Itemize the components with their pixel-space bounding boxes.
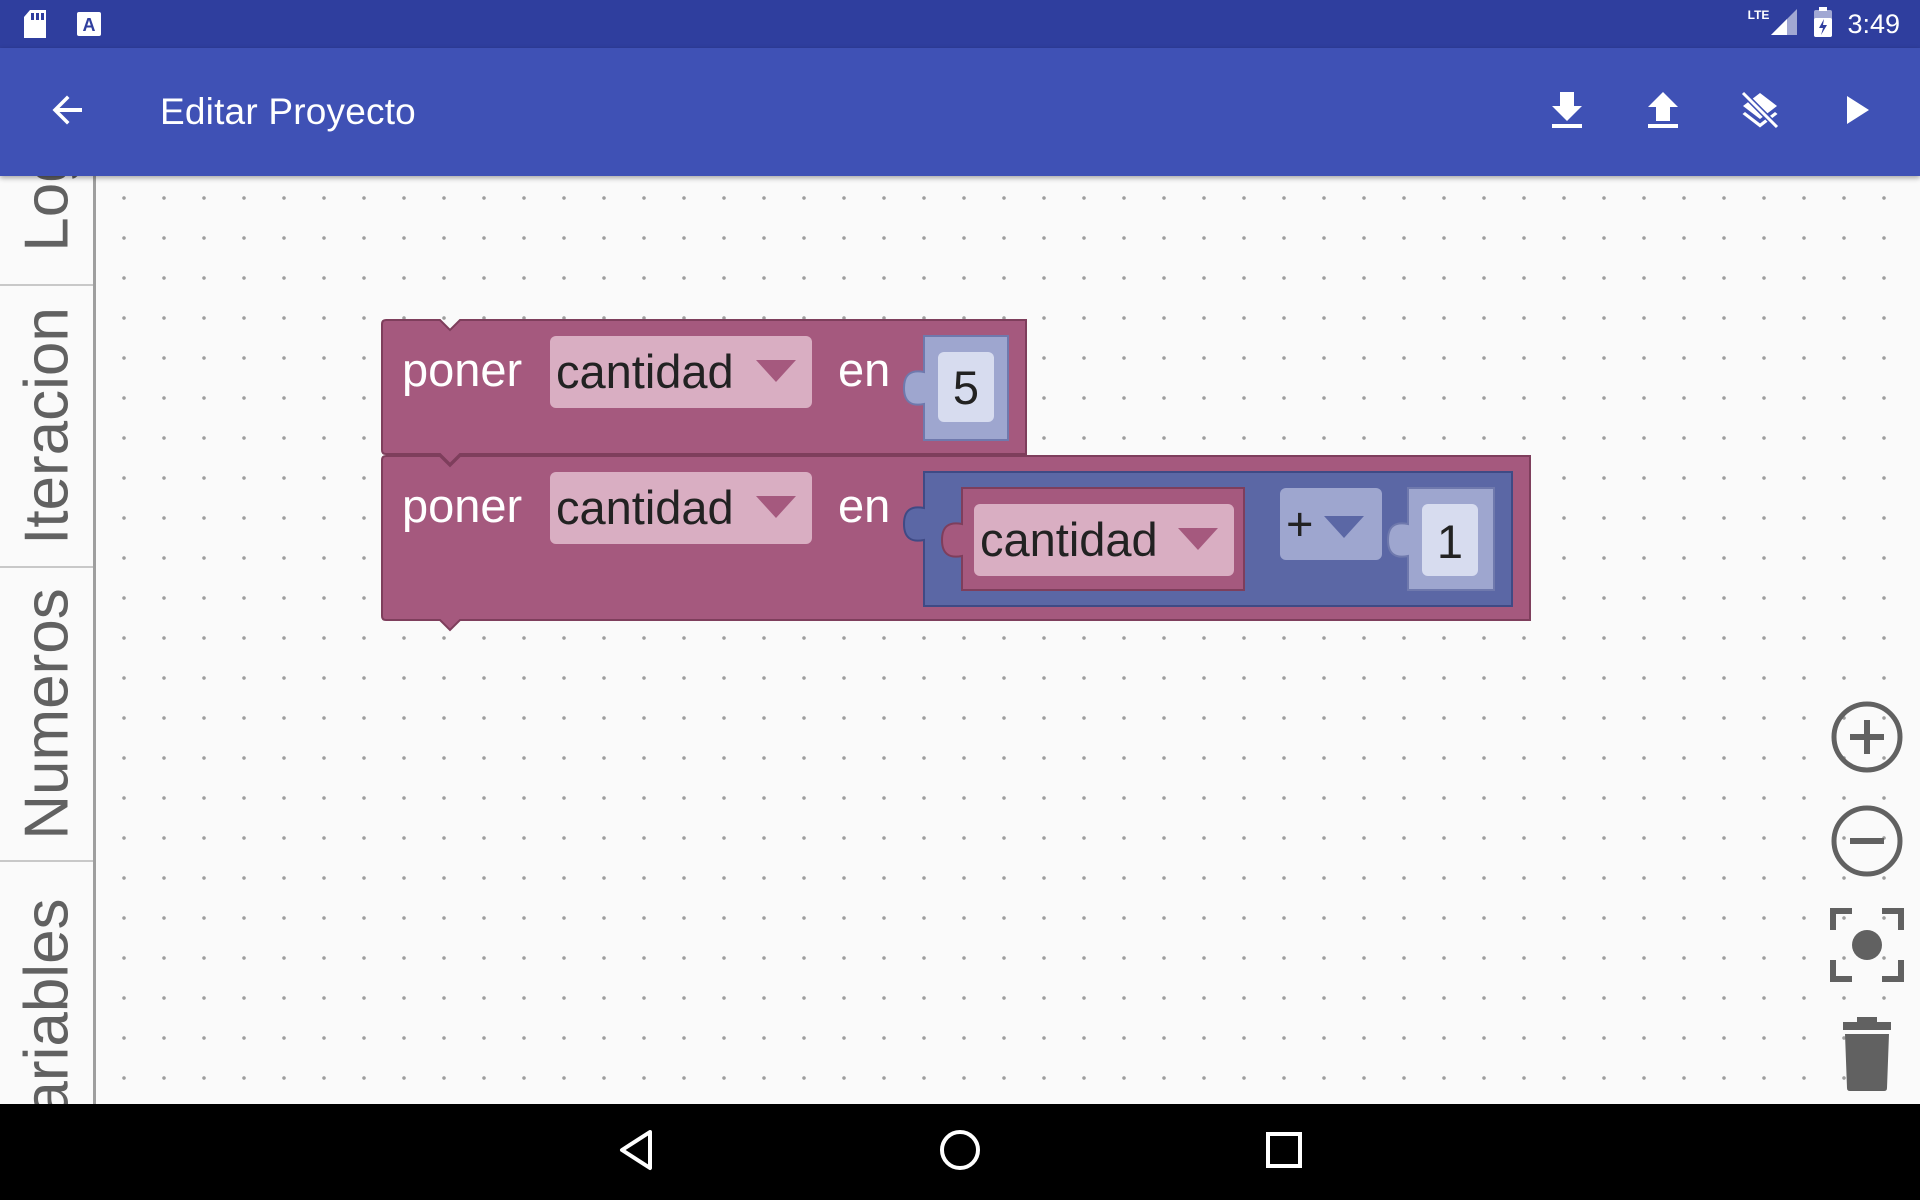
download-icon — [1550, 90, 1584, 135]
chevron-down-icon — [756, 496, 796, 518]
set-variable-block[interactable]: poner cantidad en 5 — [381, 319, 1027, 466]
variable-dropdown[interactable]: cantidad — [550, 472, 812, 544]
center-view-button[interactable] — [1828, 907, 1906, 987]
play-icon — [1844, 94, 1872, 131]
download-button[interactable] — [1539, 84, 1595, 140]
page-title: Editar Proyecto — [160, 91, 416, 132]
recents-square-icon — [1264, 1130, 1304, 1175]
operator-value: + — [1286, 497, 1313, 550]
variable-getter-block[interactable]: cantidad — [940, 487, 1245, 591]
battery-icon — [1813, 6, 1833, 43]
back-button[interactable] — [40, 84, 96, 140]
tab-logic[interactable]: Log — [0, 176, 93, 286]
text-a-icon: A — [76, 9, 102, 44]
nav-back-button[interactable] — [606, 1122, 666, 1182]
layers-clear-icon — [1739, 89, 1781, 136]
tab-numbers[interactable]: Numeros — [0, 568, 93, 862]
arrow-back-icon — [50, 92, 86, 133]
nav-recents-button[interactable] — [1254, 1122, 1314, 1182]
number-block[interactable]: 1 — [1386, 487, 1495, 591]
number-value: 5 — [953, 361, 979, 414]
zoom-in-button[interactable] — [1828, 700, 1906, 778]
block-keyword: poner — [402, 343, 522, 396]
run-button[interactable] — [1830, 84, 1886, 140]
tab-label: ariables — [12, 898, 81, 1104]
nav-home-button[interactable] — [930, 1122, 990, 1182]
tab-label: Iteracion — [12, 307, 81, 545]
center-focus-icon — [1830, 907, 1904, 987]
zoom-in-icon — [1830, 700, 1904, 779]
tab-iteration[interactable]: Iteracion — [0, 286, 93, 568]
tab-label: Numeros — [12, 588, 81, 840]
clock: 3:49 — [1847, 8, 1900, 39]
svg-text:A: A — [83, 15, 96, 35]
back-triangle-icon — [616, 1128, 656, 1177]
number-value: 1 — [1437, 515, 1463, 568]
number-block[interactable]: 5 — [902, 335, 1009, 441]
block-connector: en — [838, 343, 890, 396]
chevron-down-icon — [1178, 528, 1218, 550]
operator-dropdown[interactable]: + — [1280, 488, 1382, 560]
app-bar: Editar Proyecto — [0, 48, 1920, 176]
zoom-out-icon — [1830, 804, 1904, 883]
home-circle-icon — [938, 1128, 982, 1177]
variable-name: cantidad — [980, 513, 1158, 566]
trash-icon — [1839, 1016, 1895, 1097]
toolbox-tabs: Log Iteracion Numeros ariables — [0, 176, 96, 1104]
set-variable-block[interactable]: poner cantidad en cantidad — [381, 455, 1531, 632]
status-bar: A LTE 3:49 — [0, 0, 1920, 48]
block-connector: en — [838, 479, 890, 532]
network-type: LTE — [1747, 8, 1770, 22]
block-keyword: poner — [402, 479, 522, 532]
layers-clear-button[interactable] — [1732, 84, 1788, 140]
upload-icon — [1646, 90, 1680, 135]
tab-label: Log — [12, 176, 81, 252]
signal-icon — [1769, 7, 1799, 42]
upload-button[interactable] — [1635, 84, 1691, 140]
math-arithmetic-block[interactable]: cantidad + 1 — [902, 471, 1513, 607]
tab-variables[interactable]: ariables — [0, 862, 93, 1104]
sd-card-icon — [22, 9, 48, 44]
block-workspace[interactable]: poner cantidad en 5 poner cantidad — [96, 176, 1920, 1104]
trash-button[interactable] — [1828, 1012, 1906, 1100]
variable-name: cantidad — [556, 345, 734, 398]
variable-name: cantidad — [556, 481, 734, 534]
chevron-down-icon — [756, 360, 796, 382]
zoom-out-button[interactable] — [1828, 804, 1906, 882]
chevron-down-icon — [1324, 516, 1364, 538]
navigation-bar — [0, 1104, 1920, 1200]
variable-dropdown[interactable]: cantidad — [550, 336, 812, 408]
